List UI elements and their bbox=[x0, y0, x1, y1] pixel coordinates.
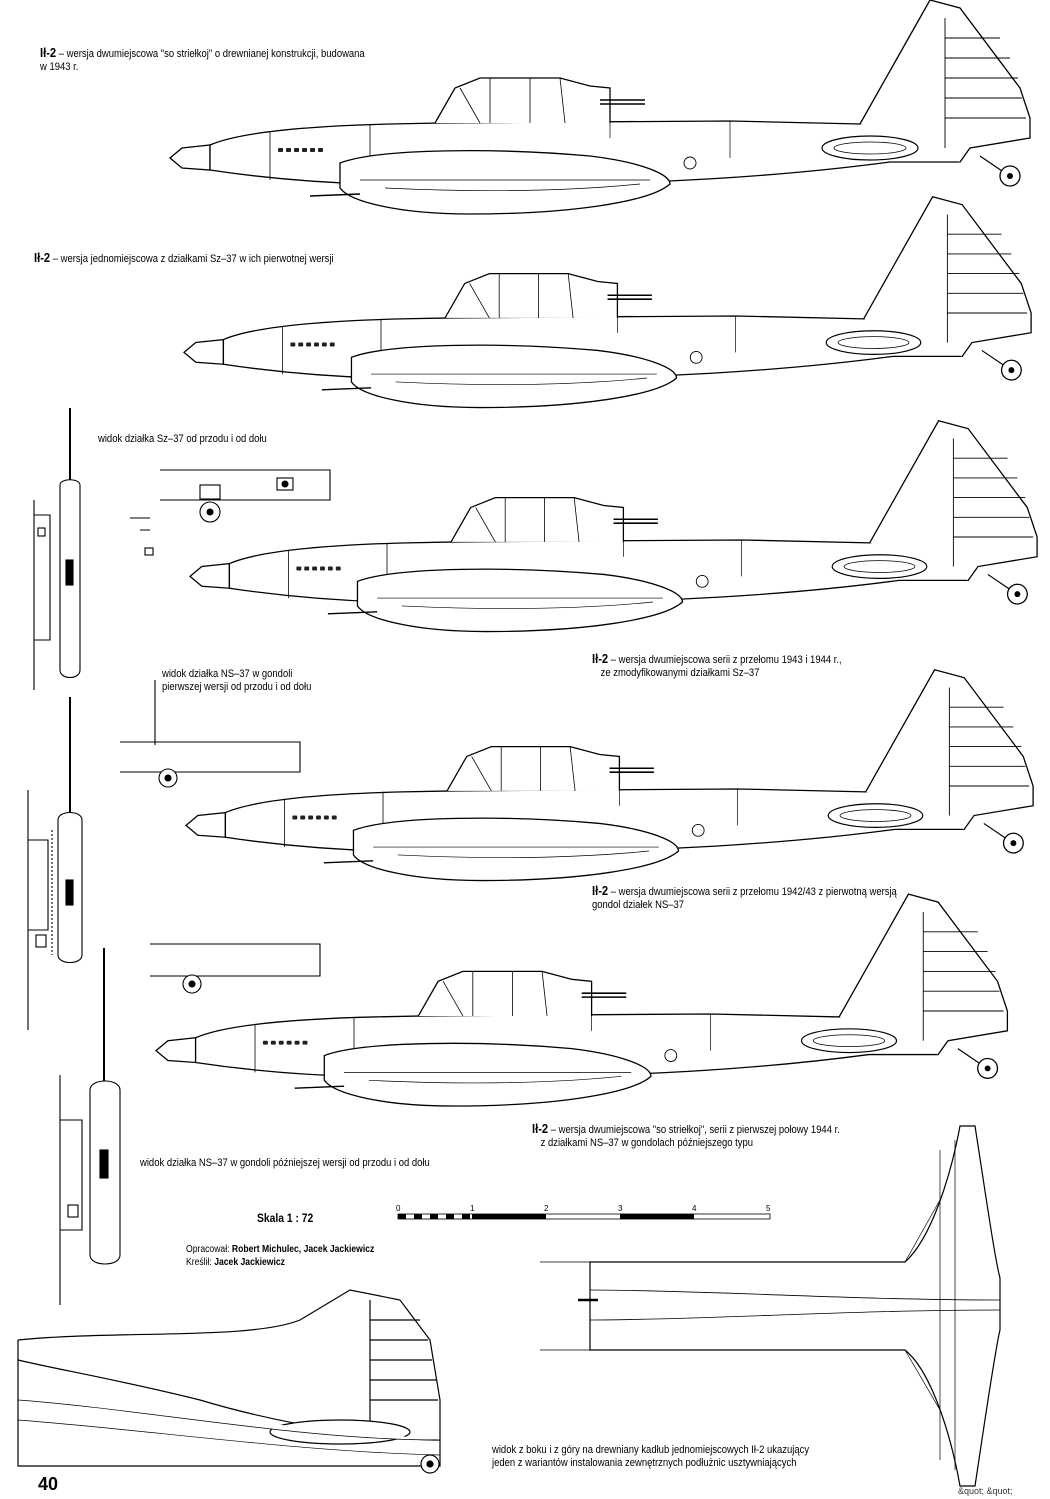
aircraft-side-view-4 bbox=[185, 668, 1034, 882]
caption-sz37-view-text: widok działka Sz–37 od przodu i od dołu bbox=[98, 433, 267, 445]
caption-version-4-text: – wersja dwumiejscowa serii z przełomu 1… bbox=[608, 886, 897, 898]
cannon-detail-ns37-late bbox=[59, 943, 321, 1305]
caption-version-5-title: Ił-2 bbox=[532, 1121, 549, 1136]
caption-wooden-fuselage-text2: jeden z wariantów instalowania zewnętrzn… bbox=[492, 1457, 797, 1469]
caption-version-2: Ił-2 – wersja jednomiejscowa z działkami… bbox=[34, 251, 334, 266]
scale-tick-3: 3 bbox=[618, 1204, 623, 1213]
caption-sz37-view: widok działka Sz–37 od przodu i od dołu bbox=[98, 433, 267, 446]
credits: Opracował: Robert Michulec, Jacek Jackie… bbox=[186, 1243, 374, 1269]
caption-version-5: Ił-2 – wersja dwumiejscowa "so striełkoj… bbox=[532, 1122, 840, 1150]
caption-ns37-early-view: widok działka NS–37 w gondoli pierwszej … bbox=[162, 668, 311, 694]
scale-bar bbox=[397, 1213, 771, 1220]
caption-ns37-late-view-text: widok działka NS–37 w gondoli późniejsze… bbox=[140, 1157, 430, 1169]
caption-version-3-text: – wersja dwumiejscowa serii z przełomu 1… bbox=[608, 654, 842, 666]
credits-prepared-label: Opracował: bbox=[186, 1244, 230, 1255]
scale-tick-0: 0 bbox=[396, 1204, 401, 1213]
aircraft-side-view-3 bbox=[189, 419, 1038, 633]
page-number: 40 bbox=[38, 1474, 59, 1494]
scale-tick-4: 4 bbox=[692, 1204, 697, 1213]
caption-version-2-text: – wersja jednomiejscowa z działkami Sz–3… bbox=[50, 253, 334, 265]
caption-version-5-text2: z działkami NS–37 w gondolach późniejsze… bbox=[540, 1137, 754, 1149]
caption-wooden-fuselage: widok z boku i z góry na drewniany kadłu… bbox=[492, 1444, 809, 1470]
cannon-detail-sz37 bbox=[33, 408, 331, 690]
cannon-detail-ns37-early bbox=[27, 680, 301, 1030]
corner-text: &quot; &quot; bbox=[958, 1486, 1013, 1496]
caption-ns37-early-view-text: widok działka NS–37 w gondoli bbox=[162, 668, 293, 680]
caption-wooden-fuselage-text: widok z boku i z góry na drewniany kadłu… bbox=[492, 1444, 810, 1456]
aircraft-side-view-1 bbox=[169, 0, 1031, 215]
caption-version-3: Ił-2 – wersja dwumiejscowa serii z przeł… bbox=[592, 652, 842, 680]
caption-ns37-early-view-text2: pierwszej wersji od przodu i od dołu bbox=[162, 681, 312, 693]
wooden-fuselage-side-view bbox=[17, 1289, 441, 1474]
caption-version-2-title: Ił-2 bbox=[34, 250, 51, 265]
caption-version-1-text: – wersja dwumiejscowa "so striełkoj" o d… bbox=[56, 48, 365, 60]
caption-version-1-text2: w 1943 r. bbox=[40, 61, 79, 73]
scale-tick-1: 1 bbox=[470, 1204, 475, 1213]
scale-tick-5: 5 bbox=[766, 1204, 771, 1213]
caption-version-4-text2: gondol działek NS–37 bbox=[592, 899, 685, 911]
scale-tick-2: 2 bbox=[544, 1204, 549, 1213]
caption-version-1-title: Ił-2 bbox=[40, 45, 57, 60]
caption-version-3-title: Ił-2 bbox=[592, 651, 609, 666]
credits-drawn-names: Jacek Jackiewicz bbox=[211, 1257, 285, 1268]
scale-label: Skala 1 : 72 bbox=[257, 1211, 314, 1225]
credits-drawn-label: Kreślił: bbox=[186, 1257, 212, 1268]
aircraft-side-view-2 bbox=[183, 195, 1032, 409]
caption-version-4-title: Ił-2 bbox=[592, 883, 609, 898]
wooden-fuselage-top-view bbox=[540, 1125, 1001, 1487]
aircraft-side-view-5 bbox=[155, 893, 1009, 1107]
caption-version-3-text2: ze zmodyfikowanymi działkami Sz–37 bbox=[600, 667, 760, 679]
caption-version-4: Ił-2 – wersja dwumiejscowa serii z przeł… bbox=[592, 884, 897, 912]
caption-version-5-text: – wersja dwumiejscowa "so striełkoj", se… bbox=[548, 1124, 840, 1136]
credits-prepared-names: Robert Michulec, Jacek Jackiewicz bbox=[229, 1244, 375, 1255]
caption-version-1: Ił-2 – wersja dwumiejscowa "so striełkoj… bbox=[40, 46, 365, 74]
caption-ns37-late-view: widok działka NS–37 w gondoli późniejsze… bbox=[140, 1157, 430, 1170]
